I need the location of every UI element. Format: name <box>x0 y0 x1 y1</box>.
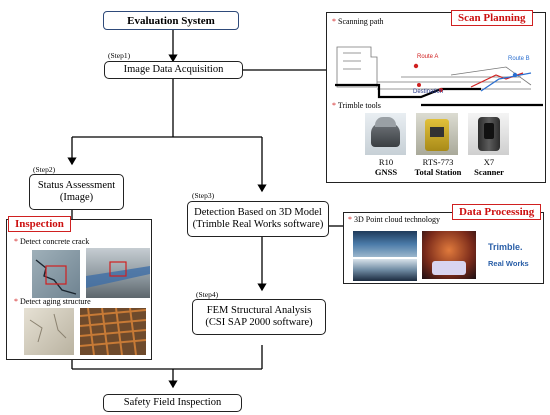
route-b-label: Route B <box>508 56 530 62</box>
inspection-title: Inspection <box>8 216 71 232</box>
point-cloud-image-bottom <box>353 259 417 281</box>
fem-analysis-box: FEM Structural Analysis (CSI SAP 2000 so… <box>192 299 326 335</box>
data-processing-panel: * 3D Point cloud technology Trimble. Rea… <box>343 212 544 284</box>
step4-label: (Step4) <box>196 290 219 299</box>
point-cloud-render-image <box>422 231 476 279</box>
point-cloud-note: * 3D Point cloud technology <box>348 215 440 224</box>
fem-line1: FEM Structural Analysis <box>206 305 312 316</box>
aging-note: * Detect aging structure <box>14 297 91 306</box>
aging-wall-image <box>24 308 74 355</box>
evaluation-system-box: Evaluation System <box>103 11 239 30</box>
crack-note: * Detect concrete crack <box>14 237 90 246</box>
step1-label: (Step1) <box>108 51 131 60</box>
tunnel-image <box>86 248 150 298</box>
point-cloud-image-top <box>353 231 417 257</box>
scan-planning-title: Scan Planning <box>451 10 533 26</box>
destination-label: Destination <box>413 89 444 95</box>
inspection-panel: * Detect concrete crack * Detect aging s… <box>6 219 152 360</box>
status-assessment-line2: (Image) <box>59 192 94 203</box>
r10-gnss-image <box>365 113 406 155</box>
crack-image <box>32 250 80 298</box>
scan-planning-panel: * Scanning path Route A Route B Destinat… <box>326 12 546 183</box>
detection-line1: Detection Based on 3D Model <box>194 207 322 218</box>
step2-label: (Step2) <box>33 165 56 174</box>
image-acquisition-label: Image Data Acquisition <box>123 64 224 75</box>
rts773-total-station-image <box>416 113 458 155</box>
scanning-path-note: * Scanning path <box>332 17 384 26</box>
safety-inspection-label: Safety Field Inspection <box>123 397 222 408</box>
status-assessment-box: Status Assessment (Image) <box>29 174 124 210</box>
scanning-path-map <box>331 27 543 107</box>
detection-3d-box: Detection Based on 3D Model (Trimble Rea… <box>187 201 329 237</box>
evaluation-system-label: Evaluation System <box>127 14 215 27</box>
fem-line2: (CSI SAP 2000 software) <box>205 317 313 328</box>
x7-scanner-image <box>468 113 509 155</box>
rebar-image <box>80 308 146 355</box>
step3-label: (Step3) <box>192 191 215 200</box>
trimble-tools-note: * Trimble tools <box>332 101 381 110</box>
data-processing-title: Data Processing <box>452 204 542 220</box>
trimble-brand: Trimble. <box>488 242 523 252</box>
safety-inspection-box: Safety Field Inspection <box>103 394 242 412</box>
real-works-label: Real Works <box>488 259 529 268</box>
status-assessment-line1: Status Assessment <box>37 180 116 191</box>
route-a-label: Route A <box>417 54 439 60</box>
image-acquisition-box: Image Data Acquisition <box>104 61 243 79</box>
detection-line2: (Trimble Real Works software) <box>192 219 324 230</box>
